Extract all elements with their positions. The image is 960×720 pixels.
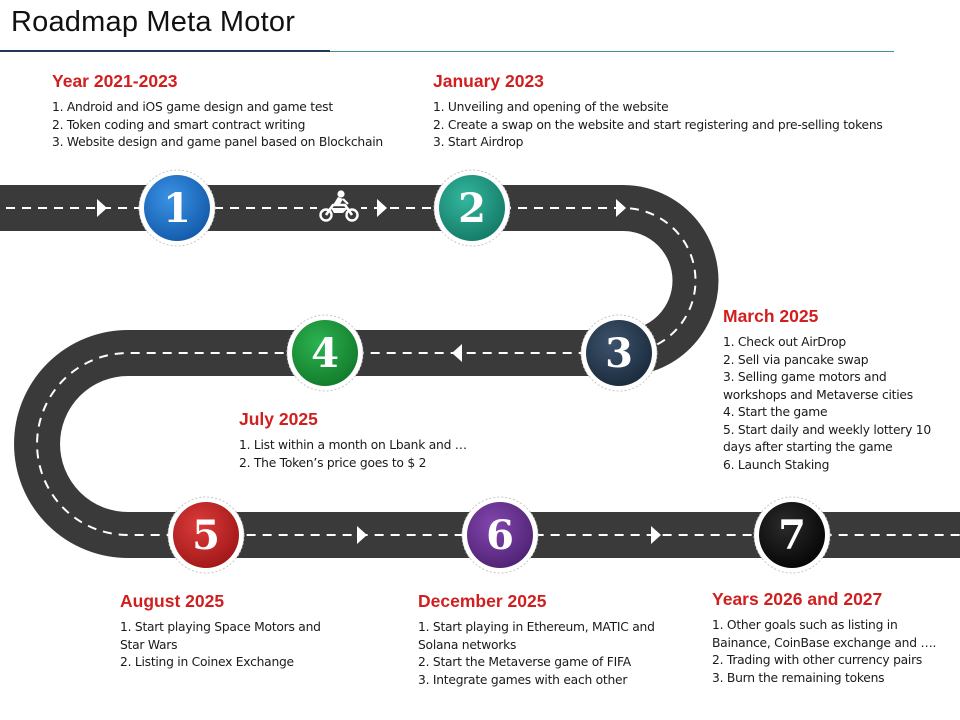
milestone-item: 1. List within a month on Lbank and … — [239, 438, 467, 452]
milestone-badge-1 — [144, 175, 210, 241]
milestone-item: 1. Start playing in Ethereum, MATIC and … — [418, 620, 655, 652]
milestone-item: 3. Start Airdrop — [433, 135, 524, 149]
milestone-item: 3. Integrate games with each other — [418, 672, 628, 687]
milestone-heading-6: December 2025 — [418, 591, 547, 611]
milestone-5: August 2025 1. Start playing Space Motors… — [120, 591, 345, 672]
milestone-heading-3: March 2025 — [723, 306, 819, 326]
road-surface — [0, 185, 960, 558]
milestone-number-2: 2 — [458, 185, 486, 232]
milestone-item: 3. Burn the remaining tokens — [712, 670, 885, 685]
milestone-badge-4 — [292, 320, 358, 386]
title-underline — [0, 50, 330, 52]
milestone-4: July 2025 1. List within a month on Lbank… — [239, 409, 489, 472]
milestone-2: January 2023 1. Unveiling and opening of … — [433, 71, 903, 152]
milestone-item: 2. Listing in Coinex Exchange — [120, 655, 294, 669]
road-direction-arrows — [78, 199, 661, 544]
milestone-7: Years 2026 and 2027 1. Other goals such a… — [712, 589, 957, 687]
milestone-1: Year 2021-2023 1. Android and iOS game de… — [52, 71, 452, 152]
milestone-number-7: 7 — [778, 512, 806, 559]
milestone-items-4: 1. List within a month on Lbank and … 2. … — [239, 437, 489, 472]
milestone-heading-5: August 2025 — [120, 591, 225, 611]
milestone-item: 1. Other goals such as listing in Bainan… — [712, 618, 937, 650]
milestone-items-1: 1. Android and iOS game design and game … — [52, 99, 452, 152]
milestone-item: 3. Website design and game panel based o… — [52, 135, 383, 149]
motorcycle-rider-icon — [317, 190, 361, 224]
milestone-marker-1: 1 — [138, 169, 216, 247]
milestone-number-6: 6 — [486, 512, 514, 559]
milestone-marker-5: 5 — [167, 496, 245, 574]
milestone-number-3: 3 — [605, 330, 633, 377]
milestone-marker-2: 2 — [433, 169, 511, 247]
milestone-3: March 2025 1. Check out AirDrop 2. Sell vi… — [723, 306, 948, 474]
title-rule — [330, 51, 894, 52]
milestone-item: 2. Create a swap on the website and star… — [433, 117, 883, 132]
milestone-item: 2. The Token’s price goes to $ 2 — [239, 455, 427, 470]
milestone-badge-7 — [759, 502, 825, 568]
milestone-item: 4. Start the game — [723, 405, 828, 419]
milestone-item: 1. Android and iOS game design and game … — [52, 100, 333, 114]
milestone-item: 2. Token coding and smart contract writi… — [52, 117, 306, 132]
milestone-items-3: 1. Check out AirDrop 2. Sell via pancake … — [723, 334, 948, 474]
milestone-item: 2. Sell via pancake swap — [723, 352, 869, 367]
milestone-badge-3 — [586, 320, 652, 386]
milestone-item: 6. Launch Staking — [723, 457, 830, 472]
milestone-heading-2: January 2023 — [433, 71, 544, 91]
milestone-number-4: 4 — [311, 330, 339, 377]
milestone-items-2: 1. Unveiling and opening of the website 2… — [433, 99, 903, 152]
milestone-item: 1. Unveiling and opening of the website — [433, 100, 669, 114]
milestone-number-5: 5 — [192, 512, 220, 559]
milestone-item: 3. Selling game motors and workshops and… — [723, 370, 913, 402]
milestone-marker-6: 6 — [461, 496, 539, 574]
milestone-items-6: 1. Start playing in Ethereum, MATIC and … — [418, 619, 658, 689]
milestone-item: 5. Start daily and weekly lottery 10 day… — [723, 422, 931, 455]
milestone-heading-4: July 2025 — [239, 409, 318, 429]
milestone-items-7: 1. Other goals such as listing in Bainan… — [712, 617, 957, 687]
milestone-marker-3: 3 — [580, 314, 658, 392]
milestone-badge-2 — [439, 175, 505, 241]
milestone-item: 1. Check out AirDrop — [723, 335, 846, 349]
milestone-number-1: 1 — [163, 185, 191, 232]
page-title: Roadmap Meta Motor — [11, 6, 296, 38]
milestone-heading-1: Year 2021-2023 — [52, 71, 178, 91]
milestone-badge-6 — [467, 502, 533, 568]
milestone-item: 2. Start the Metaverse game of FIFA — [418, 655, 631, 669]
milestone-6: December 2025 1. Start playing in Ethereu… — [418, 591, 658, 689]
milestone-marker-7: 7 — [753, 496, 831, 574]
milestone-item: 1. Start playing Space Motors and Star W… — [120, 620, 321, 652]
milestone-heading-7: Years 2026 and 2027 — [712, 589, 883, 609]
milestone-badge-5 — [173, 502, 239, 568]
milestone-marker-4: 4 — [286, 314, 364, 392]
milestone-item: 2. Trading with other currency pairs — [712, 653, 923, 667]
milestone-items-5: 1. Start playing Space Motors and Star W… — [120, 619, 345, 672]
